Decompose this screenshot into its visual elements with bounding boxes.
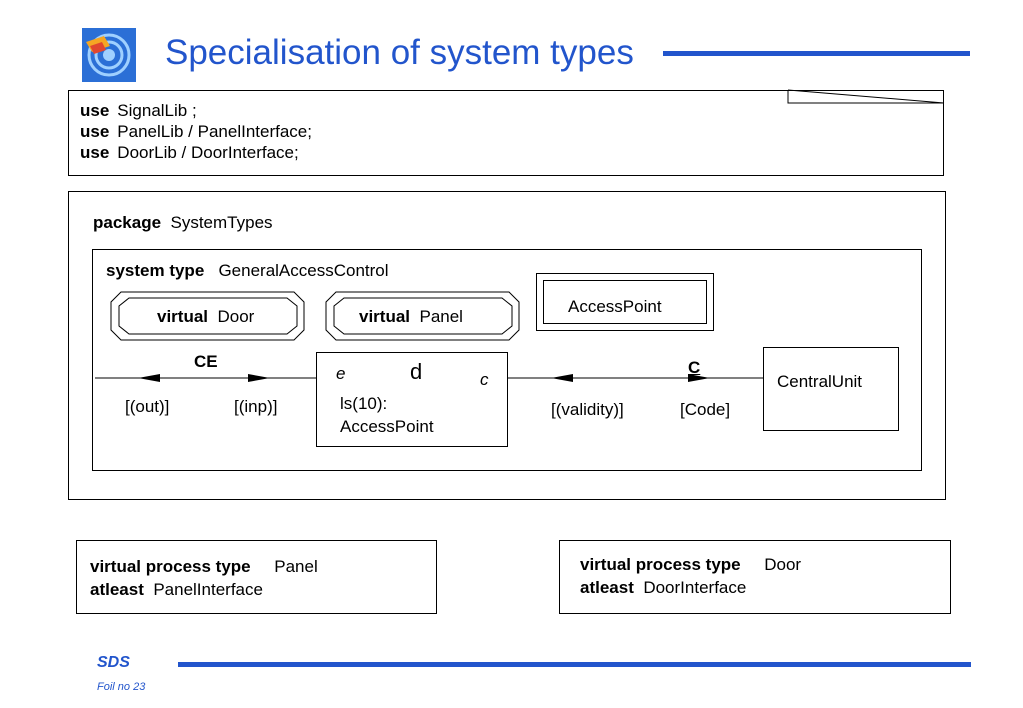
title-underline	[663, 51, 970, 56]
access-point-type-inner	[543, 280, 707, 324]
access-point-type-outer	[536, 273, 714, 331]
block-d-name: d	[410, 359, 423, 384]
channel-c-name: C	[688, 358, 701, 377]
block-d-type: AccessPoint	[340, 417, 434, 436]
block-d-instance: ls(10):	[340, 394, 388, 413]
access-point-type-label: AccessPoint	[568, 297, 662, 316]
package-heading: package SystemTypes	[93, 213, 273, 232]
sds-logo-icon	[82, 28, 136, 82]
process-type-door-box	[559, 540, 951, 614]
arrow-out-icon	[138, 374, 160, 382]
central-unit-label: CentralUnit	[777, 372, 863, 391]
footer-brand: SDS	[97, 654, 130, 671]
signal-validity-label: [(validity)]	[551, 400, 624, 419]
virtual-door-label: virtual Door	[157, 307, 255, 326]
arrow-in-icon	[248, 374, 270, 382]
signal-out-label: [(out)]	[125, 397, 170, 416]
block-d	[316, 352, 508, 447]
process-type-panel-heading: virtual process type Panel	[90, 557, 318, 576]
central-unit-block	[763, 347, 899, 431]
package-box	[68, 191, 946, 500]
gate-c-label: c	[480, 370, 489, 389]
channel-ce-line	[95, 374, 316, 382]
signal-inp-label: [(inp)]	[234, 397, 278, 416]
footer-foil-number: Foil no 23	[97, 681, 146, 693]
gate-e-label: e	[336, 364, 346, 383]
virtual-panel-symbol	[325, 291, 520, 341]
process-type-door-constraint: atleast DoorInterface	[580, 578, 747, 597]
system-type-heading: system type GeneralAccessControl	[106, 261, 389, 280]
channel-c-line	[508, 374, 763, 382]
slide-title: Specialisation of system types	[165, 33, 634, 72]
process-type-panel-constraint: atleast PanelInterface	[90, 580, 263, 599]
system-type-box	[92, 249, 922, 471]
virtual-door-symbol	[110, 291, 305, 341]
arrow-validity-icon	[551, 374, 573, 382]
process-type-door-heading: virtual process type Door	[580, 555, 802, 574]
use-clause-box	[68, 90, 944, 176]
arrow-code-icon	[688, 374, 710, 382]
virtual-panel-label: virtual Panel	[359, 307, 463, 326]
footer-line	[178, 662, 971, 667]
process-type-panel-box	[76, 540, 437, 614]
channel-ce-name: CE	[194, 352, 218, 371]
signal-code-label: [Code]	[680, 400, 731, 419]
